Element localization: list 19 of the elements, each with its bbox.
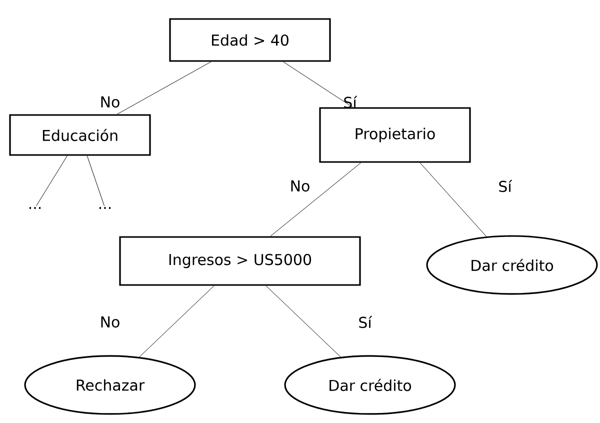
branch-line xyxy=(116,62,212,114)
edge-label: No xyxy=(101,96,120,108)
branch-line xyxy=(36,156,68,206)
branch-line xyxy=(420,162,487,237)
branch-line xyxy=(270,162,362,236)
decision-box: Ingresos > US5000 xyxy=(119,236,361,286)
attribute-box: Propietario xyxy=(319,107,471,163)
edge-label: Sí xyxy=(359,316,372,328)
ellipsis-text: ... xyxy=(29,207,41,209)
attribute-box: Educación xyxy=(9,114,151,156)
branch-line xyxy=(139,286,214,358)
decision-box: Edad > 40 xyxy=(169,18,331,62)
branch-line xyxy=(86,156,105,206)
edge-label: No xyxy=(291,180,310,192)
ellipsis-text: ... xyxy=(99,207,111,209)
branch-line xyxy=(266,286,341,358)
edge-label: No xyxy=(101,316,120,328)
branch-line xyxy=(283,62,353,108)
edge-label: Sí xyxy=(499,180,512,192)
